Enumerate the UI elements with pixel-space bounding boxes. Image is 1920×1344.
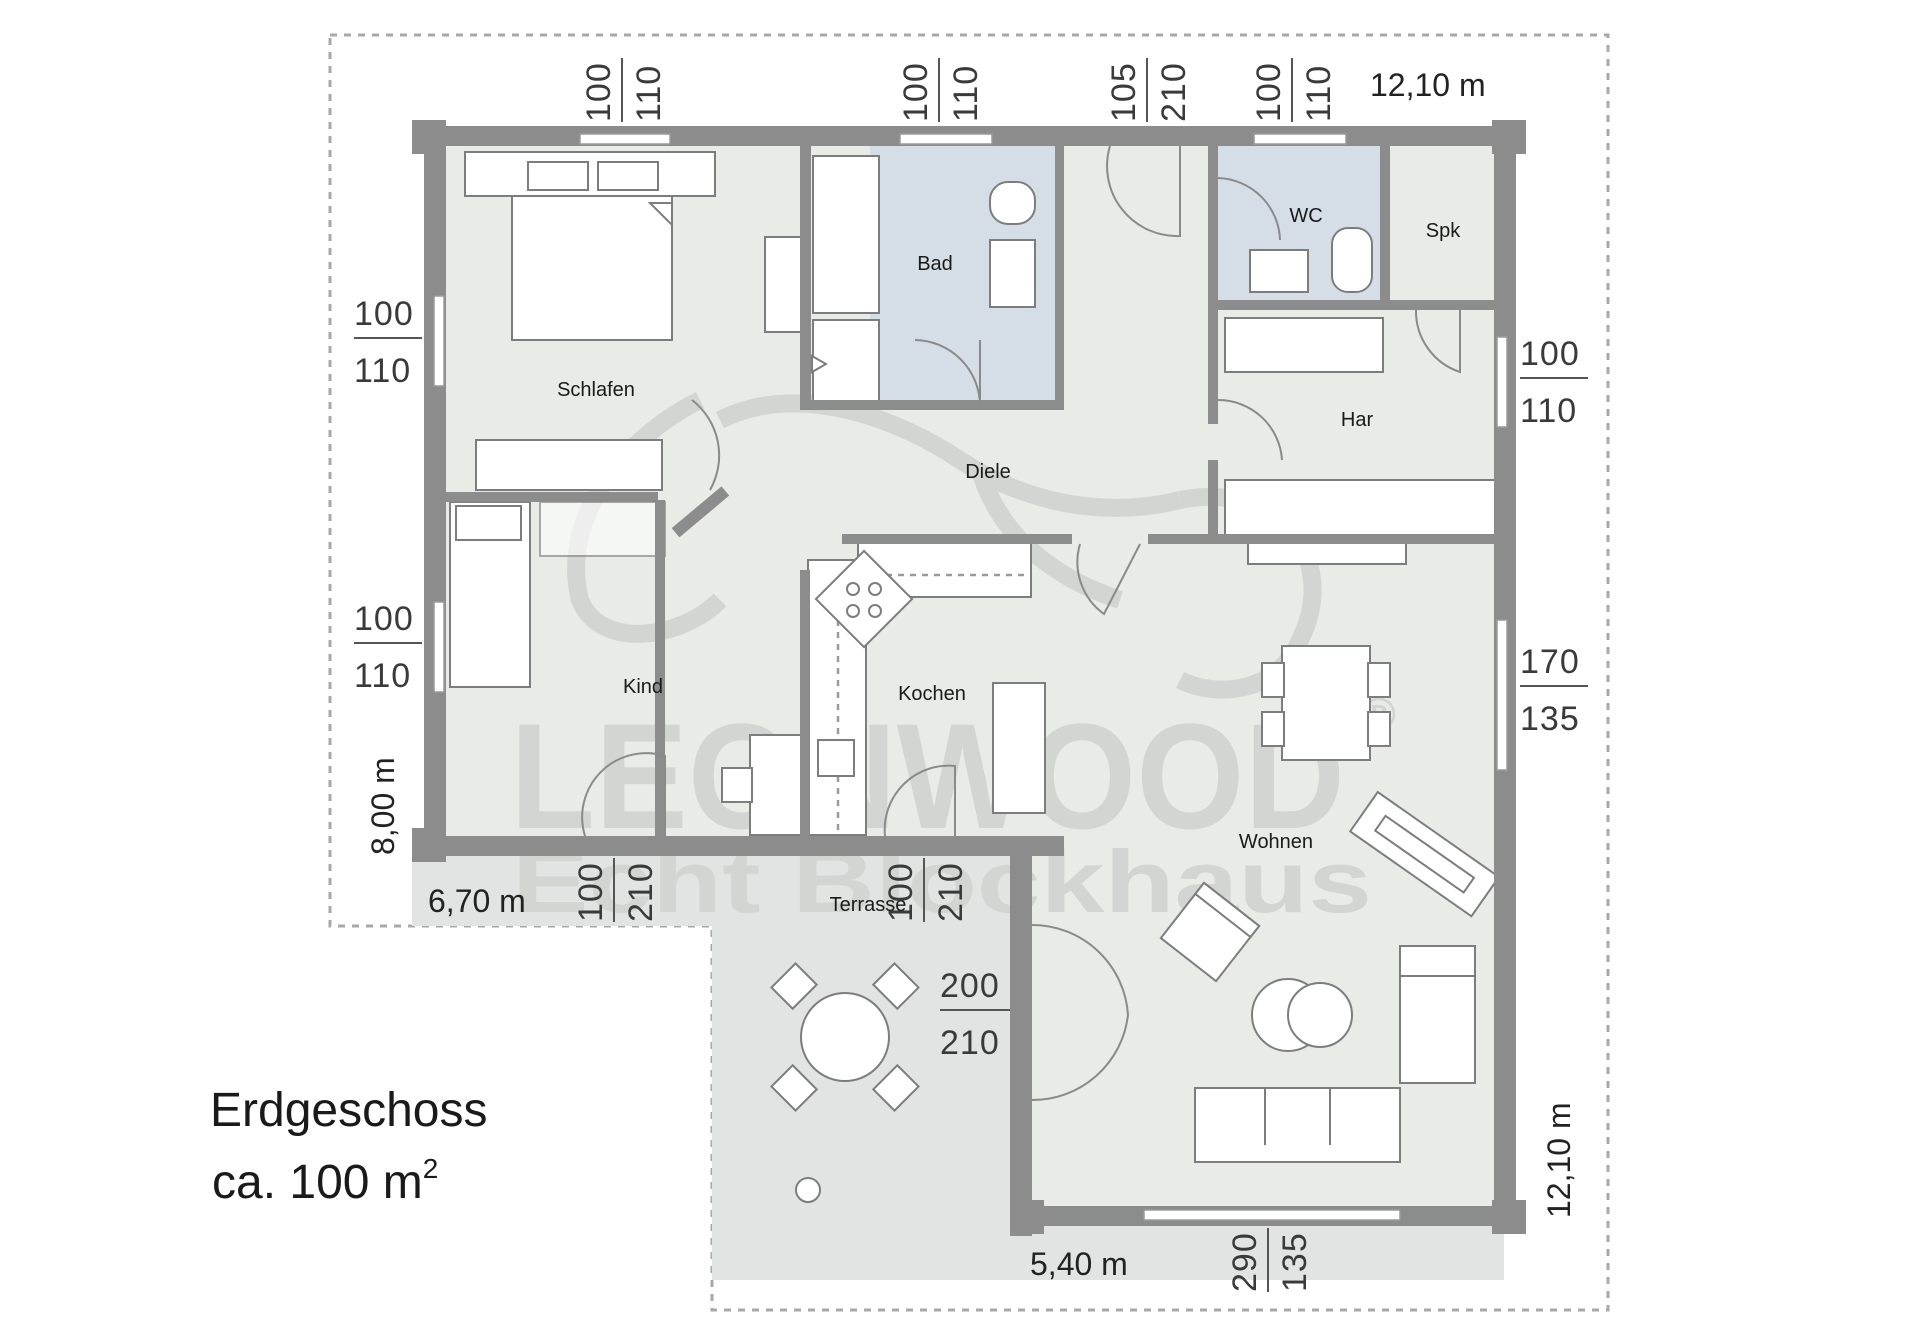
windows: [433, 133, 1508, 1221]
opening-w-top-bad: 100 110: [897, 58, 985, 122]
caption-area-value: ca. 100 m: [212, 1156, 423, 1209]
opening-w-bottom: 290 135: [1226, 1228, 1314, 1292]
svg-text:135: 135: [1276, 1232, 1314, 1292]
svg-text:135: 135: [1520, 700, 1580, 738]
opening-d-wohnen-terrace: 200 210: [940, 967, 1010, 1062]
opening-d-entrance: 105 210: [1105, 58, 1193, 122]
room-label-kind: Kind: [623, 676, 663, 698]
svg-text:290: 290: [1226, 1232, 1264, 1292]
caption-floor-name: Erdgeschoss: [210, 1084, 487, 1137]
opening-w-left-1: 100 110: [354, 295, 422, 390]
opening-w-top-wc: 100 110: [1250, 58, 1338, 122]
room-label-schlafen: Schlafen: [557, 379, 635, 401]
dim-bottom-width: 5,40 m: [1030, 1246, 1128, 1282]
wardrobe: [475, 439, 663, 491]
room-label-wc: WC: [1289, 205, 1322, 227]
terrace-table-set: [770, 962, 920, 1203]
opening-d-kind-terrace: 100 210: [572, 858, 660, 922]
svg-text:210: 210: [940, 1024, 1000, 1062]
svg-text:110: 110: [354, 657, 411, 695]
svg-text:110: 110: [947, 65, 985, 122]
room-label-diele: Diele: [965, 461, 1011, 483]
svg-text:200: 200: [940, 967, 1000, 1005]
room-label-bad: Bad: [917, 253, 953, 275]
svg-text:100: 100: [897, 62, 935, 122]
dim-terrace-width: 6,70 m: [428, 883, 526, 919]
svg-text:170: 170: [1520, 643, 1580, 681]
watermark-brand: LEONWOOD: [510, 692, 1345, 860]
svg-text:110: 110: [354, 352, 411, 390]
terrace-plant: [795, 1177, 821, 1203]
room-label-kochen: Kochen: [898, 683, 966, 705]
opening-d-kochen-terrace: 100 210: [882, 858, 970, 922]
caption-area: ca. 100 m2: [212, 1153, 438, 1209]
svg-text:100: 100: [354, 295, 414, 333]
doors: [581, 145, 1461, 1102]
svg-text:210: 210: [1155, 62, 1193, 122]
svg-text:105: 105: [1105, 62, 1143, 122]
sofa-main: [1194, 1087, 1401, 1163]
toilet: [989, 181, 1036, 225]
svg-text:210: 210: [932, 862, 970, 922]
svg-text:210: 210: [622, 862, 660, 922]
svg-text:100: 100: [1250, 62, 1288, 122]
svg-text:100: 100: [580, 62, 618, 122]
bed-double: [511, 194, 673, 341]
plot-outline: [328, 33, 1610, 1312]
dim-left-total: 8,00 m: [365, 757, 401, 855]
opening-w-right-1: 100 110: [1520, 335, 1588, 430]
svg-text:110: 110: [630, 65, 668, 122]
kitchen-island: [992, 682, 1046, 814]
svg-text:100: 100: [882, 862, 920, 922]
svg-text:100: 100: [1520, 335, 1580, 373]
svg-text:110: 110: [1300, 65, 1338, 122]
svg-text:100: 100: [572, 862, 610, 922]
shelf-lower: [1224, 479, 1496, 536]
svg-text:110: 110: [1520, 392, 1577, 430]
shelf-upper: [1224, 317, 1384, 373]
room-label-har: Har: [1341, 409, 1374, 431]
room-label-wohnen: Wohnen: [1239, 831, 1313, 853]
dim-top-total: 12,10 m: [1370, 67, 1486, 103]
bathtub: [812, 155, 880, 314]
room-label-spk: Spk: [1426, 220, 1461, 242]
dining-table: [1281, 645, 1371, 761]
opening-w-left-2: 100 110: [354, 600, 422, 695]
svg-text:100: 100: [354, 600, 414, 638]
dim-right-total: 12,10 m: [1541, 1102, 1577, 1218]
room-label-terrasse: Terrasse: [830, 894, 907, 916]
opening-w-right-2: 170 135: [1520, 643, 1588, 738]
round-table: [800, 992, 890, 1082]
opening-w-top-schlafen: 100 110: [580, 58, 668, 122]
caption-area-sup: 2: [423, 1153, 439, 1184]
